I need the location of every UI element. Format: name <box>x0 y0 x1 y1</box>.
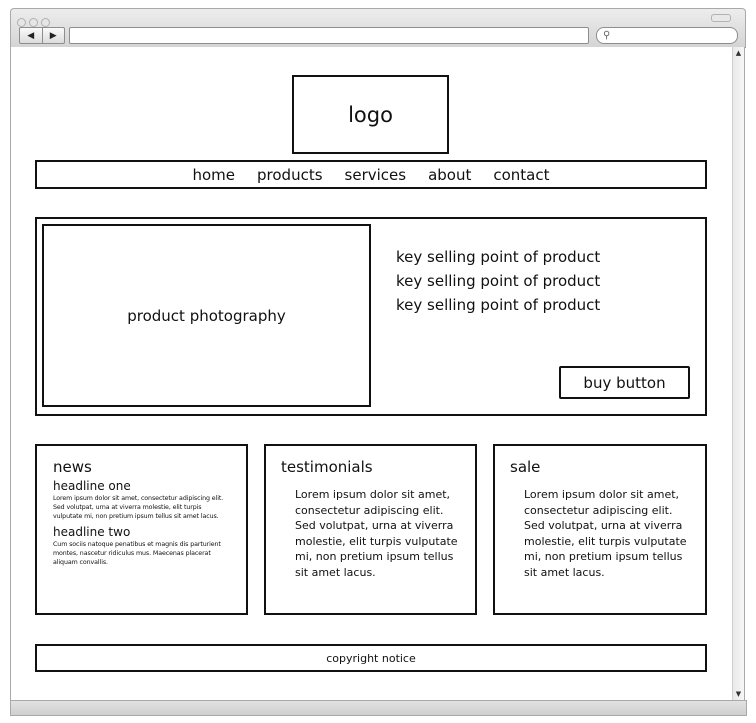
logo-text: logo <box>348 102 393 127</box>
testimonials-panel: testimonials Lorem ipsum dolor sit amet,… <box>264 444 477 615</box>
nav-item-home[interactable]: home <box>192 165 236 184</box>
forward-button[interactable]: ▶ <box>41 28 65 43</box>
scroll-down-arrow-icon[interactable]: ▼ <box>735 690 742 698</box>
nav-item-contact[interactable]: contact <box>493 165 550 184</box>
window-controls[interactable] <box>17 12 53 31</box>
selling-point: key selling point of product <box>396 248 601 266</box>
product-photo-placeholder: product photography <box>42 224 371 407</box>
minimize-window-icon[interactable] <box>29 18 38 27</box>
news-headline[interactable]: headline two <box>53 524 131 539</box>
logo-placeholder[interactable]: logo <box>292 75 449 154</box>
news-title: news <box>53 458 92 476</box>
magnifier-icon: ⚲ <box>603 30 611 41</box>
zoom-window-icon[interactable] <box>41 18 50 27</box>
scroll-up-arrow-icon[interactable]: ▲ <box>735 49 742 57</box>
sale-panel: sale Lorem ipsum dolor sit amet, consect… <box>493 444 707 615</box>
close-window-icon[interactable] <box>17 18 26 27</box>
search-field[interactable]: ⚲ <box>596 27 738 44</box>
nav-item-services[interactable]: services <box>344 165 407 184</box>
news-panel: news headline one Lorem ipsum dolor sit … <box>35 444 248 615</box>
nav-item-products[interactable]: products <box>257 165 323 184</box>
vertical-scrollbar[interactable]: ▲ ▼ <box>732 47 744 700</box>
news-body: Lorem ipsum dolor sit amet, consectetur … <box>53 495 224 521</box>
testimonials-title: testimonials <box>281 458 373 476</box>
selling-point: key selling point of product <box>396 272 601 290</box>
news-headline[interactable]: headline one <box>53 479 131 493</box>
buy-button[interactable]: buy button <box>559 366 690 399</box>
sale-title: sale <box>510 458 541 476</box>
product-photo-label: product photography <box>127 306 286 325</box>
main-navigation: home products services about contact <box>35 160 707 189</box>
news-body: Cum sociis natoque penatibus et magnis d… <box>53 540 221 567</box>
selling-point: key selling point of product <box>396 296 601 314</box>
copyright-notice: copyright notice <box>326 651 416 665</box>
back-button[interactable]: ◀ <box>27 30 35 41</box>
sale-body: Lorem ipsum dolor sit amet, consectetur … <box>524 488 687 579</box>
footer-bar: copyright notice <box>35 644 707 672</box>
nav-item-about[interactable]: about <box>428 165 472 184</box>
selling-points-list: key selling point of product key selling… <box>396 245 600 317</box>
hero-section: product photography key selling point of… <box>35 217 707 416</box>
history-buttons: ◀ ▶ <box>19 27 65 44</box>
browser-toolbar: ◀ ▶ ⚲ <box>10 8 746 48</box>
window-bottom-bar <box>10 700 747 716</box>
toolbar-toggle-button[interactable] <box>711 14 731 22</box>
address-bar[interactable] <box>69 27 589 44</box>
testimonials-body: Lorem ipsum dolor sit amet, consectetur … <box>295 488 458 579</box>
